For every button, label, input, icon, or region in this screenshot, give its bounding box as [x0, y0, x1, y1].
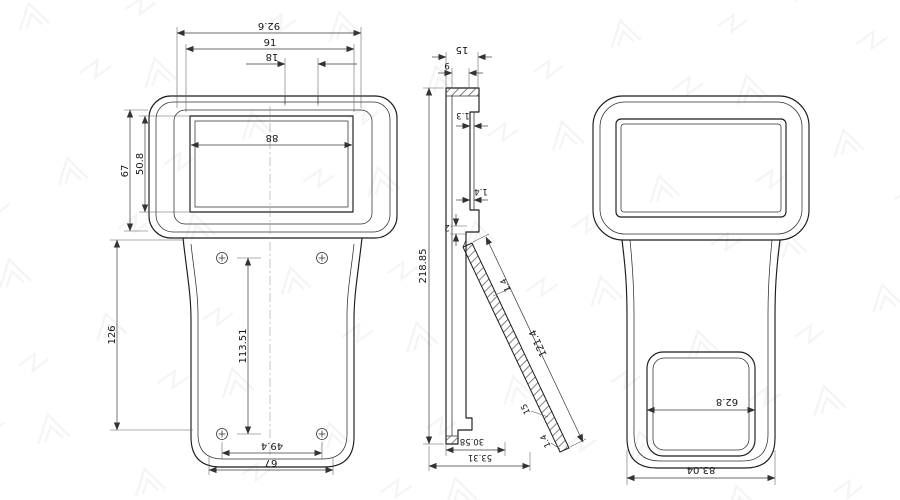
front-screws [216, 252, 328, 440]
dim-front-mid-width: 91 [264, 38, 277, 49]
rear-display-recess-outer [615, 118, 787, 218]
front-head-outer [148, 95, 398, 239]
dim-handle-length: 126 [107, 325, 118, 344]
screw-top-left [216, 252, 228, 264]
dim-side-top-inner: 9 [444, 60, 449, 70]
rear-display-recess-inner [620, 123, 782, 213]
dim-side-wall-a: 1.3 [456, 110, 470, 120]
dim-bottom-offset-a: 30.58 [460, 436, 484, 446]
dim-bottom-depth: 83.04 [687, 464, 716, 475]
dim-front-overall-width: 92.6 [258, 20, 280, 31]
screw-bottom-right [316, 428, 328, 440]
side-bottom-section-hatch [446, 436, 458, 444]
dim-side-wall-b: 1.4 [474, 186, 488, 196]
rear-head-outer [592, 95, 810, 241]
screw-bottom-left [216, 428, 228, 440]
rear-pocket-inner [652, 357, 750, 451]
front-body-outline [148, 95, 398, 468]
rear-head-inner [599, 101, 803, 235]
dim-head-height: 67 [120, 165, 131, 178]
front-bezel [173, 109, 373, 225]
dim-lid-boss: 15 [519, 402, 533, 416]
front-head-inner [155, 101, 391, 233]
display-window-outer [189, 115, 354, 213]
dim-screw-span-vertical: 113.51 [238, 329, 249, 364]
dim-bottom-width: 67 [265, 457, 278, 468]
rear-handle-outer [621, 239, 781, 469]
dim-side-top-depth: 15 [456, 44, 469, 55]
dim-front-cutout-width: 18 [266, 51, 279, 62]
dim-side-overall-length: 218.85 [418, 249, 429, 284]
front-dimensions: 92.6 91 18 88 67 50.8 126 [107, 20, 362, 475]
rear-handle-inner [629, 239, 773, 462]
rear-view: 62.8 83.04 [592, 95, 810, 485]
dim-screw-span-horizontal: 49.4 [261, 440, 283, 451]
rear-pocket-outer [646, 351, 756, 457]
rear-body-outline [592, 95, 810, 469]
side-top-section-hatch [446, 88, 479, 96]
dim-pocket-width: 62.8 [716, 396, 738, 407]
dim-bottom-offset-b: 53.31 [468, 452, 492, 462]
screw-top-right [316, 252, 328, 264]
front-view: 92.6 91 18 88 67 50.8 126 [107, 20, 398, 475]
dim-display-height: 50.8 [135, 153, 146, 175]
dim-side-step: 2 [444, 222, 449, 232]
display-window-inner [194, 120, 349, 208]
rear-dimensions: 62.8 83.04 [626, 396, 776, 485]
dim-display-width: 88 [266, 132, 279, 143]
front-handle-inner [190, 243, 355, 460]
